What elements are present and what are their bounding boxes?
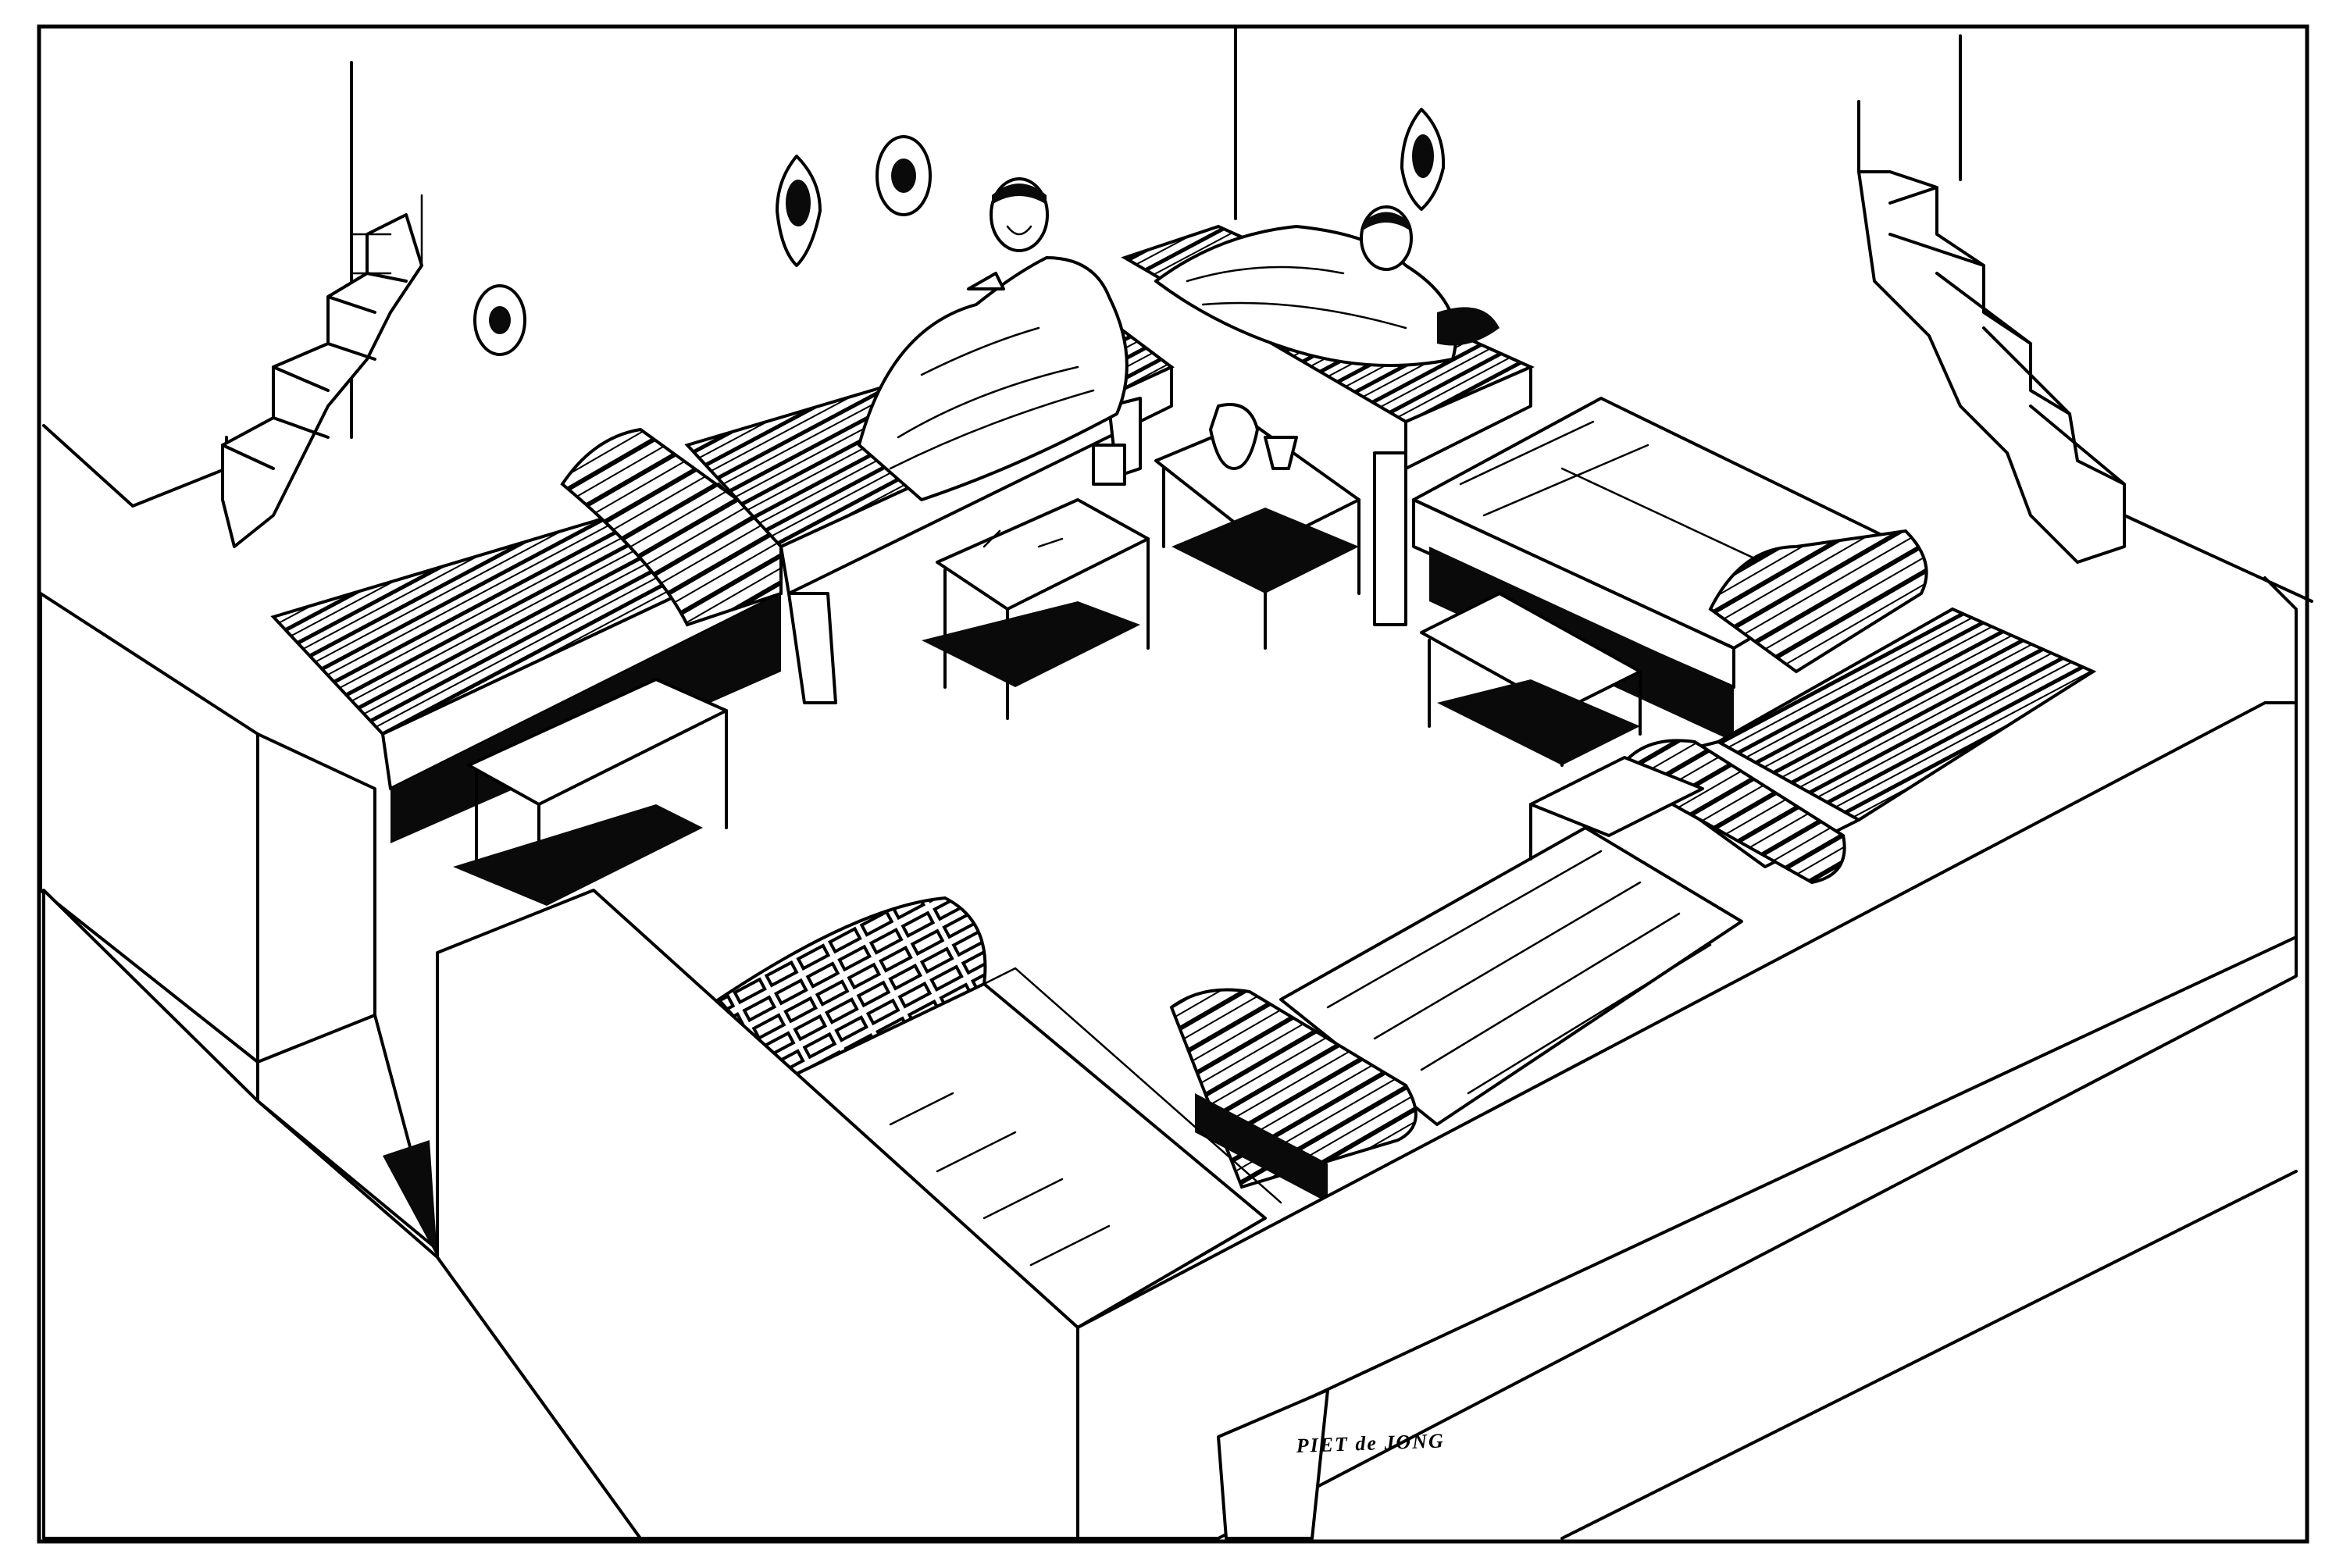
- couch-right-back: [1121, 205, 1535, 626]
- couch-center-back: [684, 177, 1175, 704]
- couch-front-left: [715, 896, 1282, 1329]
- left-staircase: [42, 194, 423, 548]
- artist-signature-text: PIET de JONG: [1295, 1429, 1445, 1457]
- wall-vessels: [473, 108, 1446, 356]
- reclining-figure-right: [1154, 205, 1500, 367]
- table-vessels: [982, 403, 1298, 548]
- reclining-figure-left: [858, 177, 1129, 501]
- platform-walls: [39, 576, 2298, 1540]
- table-right-front: [1529, 756, 1704, 837]
- artist-signature: PIET de JONG: [1295, 1429, 1445, 1457]
- couch-front-right: [1169, 826, 1743, 1203]
- right-staircase: [1857, 100, 2313, 603]
- tables: [453, 420, 1704, 906]
